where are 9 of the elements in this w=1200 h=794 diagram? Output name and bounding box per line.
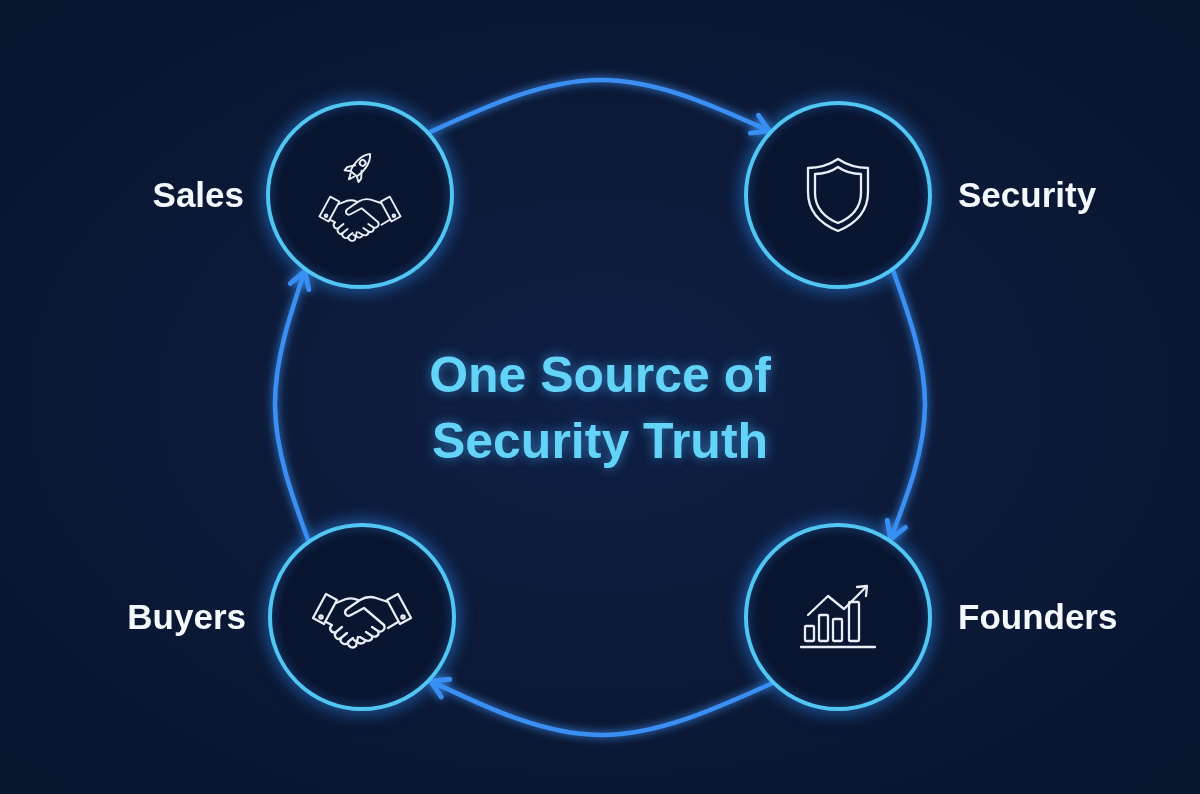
arrow: [272, 268, 312, 543]
arrow: [428, 676, 774, 738]
node-label: Founders: [958, 596, 1118, 638]
node-label: Sales: [152, 174, 244, 216]
node-label: Security: [958, 174, 1097, 216]
arrow: [427, 77, 772, 136]
diagram-title: One Source of Security Truth: [428, 346, 772, 471]
node-label: Buyers: [127, 596, 246, 638]
arrow: [884, 268, 928, 542]
